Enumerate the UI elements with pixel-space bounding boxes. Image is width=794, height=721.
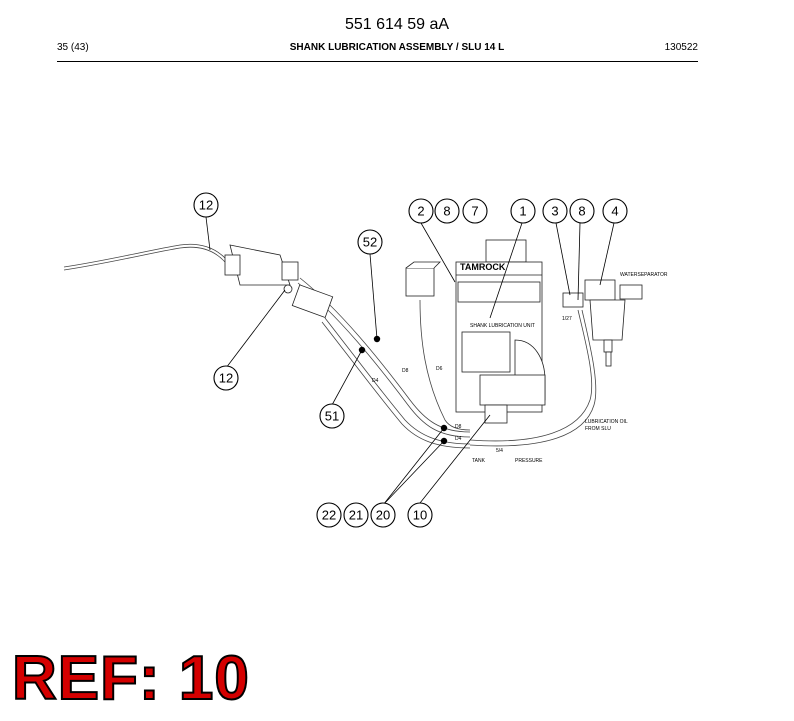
junction-dots <box>358 335 448 445</box>
brand-label: TAMROCK <box>460 262 506 272</box>
unit-outlet <box>484 404 508 424</box>
callout-2: 2 <box>408 198 434 224</box>
callout-3: 3 <box>542 198 568 224</box>
air-hose-left-2 <box>63 246 226 271</box>
separator-drain-valve <box>605 351 612 367</box>
hose-return <box>469 309 593 442</box>
hose-51 <box>324 317 471 445</box>
callout-12-top: 12 <box>193 192 219 218</box>
page-indicator: 35 (43) <box>57 42 89 53</box>
hose-return-2 <box>469 309 597 447</box>
water-separator <box>562 279 643 367</box>
callout-52: 52 <box>357 229 383 255</box>
callout-text: 3 <box>551 204 558 219</box>
valve-end-left <box>224 254 241 276</box>
callout-8-right: 8 <box>569 198 595 224</box>
hoses <box>63 243 597 449</box>
hose-label-d8: D8 <box>402 368 409 374</box>
separator-bowl <box>589 299 626 341</box>
callout-text: 10 <box>413 508 427 523</box>
hose-label-5-4: 5/4 <box>496 448 503 454</box>
callout-text: 12 <box>219 371 233 386</box>
valve-fitting <box>283 284 293 294</box>
separator-head <box>584 279 616 301</box>
header-rule <box>57 61 698 62</box>
valve-end-right <box>281 261 299 281</box>
separator-drain <box>603 339 613 353</box>
unit-cap <box>485 239 527 263</box>
callout-text: 22 <box>322 508 336 523</box>
callout-12-bottom: 12 <box>213 365 239 391</box>
leader-lines <box>205 216 615 506</box>
callout-8-left: 8 <box>434 198 460 224</box>
document-code: 130522 <box>664 42 698 53</box>
callout-text: 2 <box>417 204 424 219</box>
unit-motor <box>461 331 511 373</box>
hose-label-d6: D6 <box>436 366 443 372</box>
lubrication-label-1: LUBRICATION OIL <box>585 419 628 425</box>
callout-4: 4 <box>602 198 628 224</box>
hose-label-d4-b: D4 <box>455 436 462 442</box>
ref-badge: REF: 10 <box>11 644 250 713</box>
callout-21: 21 <box>343 502 369 528</box>
hose-label-d4: D4 <box>372 378 379 384</box>
callout-text: 12 <box>199 198 213 213</box>
hose-label-1-27: 1/27 <box>562 316 572 322</box>
water-separator-label: WATERSEPARATOR <box>620 272 668 278</box>
hose-label-d8-b: D8 <box>455 424 462 430</box>
lubrication-label-2: FROM SLU <box>585 426 611 432</box>
callout-text: 21 <box>349 508 363 523</box>
unit-label: SHANK LUBRICATION UNIT <box>470 323 535 329</box>
callout-text: 8 <box>578 204 585 219</box>
air-hose-left <box>63 243 226 268</box>
callout-7: 7 <box>462 198 488 224</box>
pressure-label: PRESSURE <box>515 458 543 464</box>
document-number: 551 614 59 aA <box>344 16 450 33</box>
callout-text: 7 <box>471 204 478 219</box>
callout-text: 51 <box>325 409 339 424</box>
solenoid-top <box>405 261 441 269</box>
callout-10: 10 <box>407 502 433 528</box>
callout-text: 52 <box>363 235 377 250</box>
solenoid-body <box>405 267 435 297</box>
callout-text: 1 <box>519 204 526 219</box>
callout-20: 20 <box>370 502 396 528</box>
valve-assembly <box>224 244 334 319</box>
tank-label: TANK <box>472 458 486 464</box>
separator-inlet <box>619 284 643 300</box>
valve-lower <box>291 284 334 319</box>
lubrication-unit <box>455 239 546 424</box>
separator-fitting <box>562 292 584 308</box>
solenoid-box <box>405 261 441 297</box>
callout-51: 51 <box>319 403 345 429</box>
callout-text: 4 <box>611 204 618 219</box>
callout-22: 22 <box>316 502 342 528</box>
callout-1: 1 <box>510 198 536 224</box>
unit-valve-block <box>479 374 546 406</box>
callout-text: 20 <box>376 508 390 523</box>
callout-text: 8 <box>443 204 450 219</box>
hose-d6 <box>419 299 471 431</box>
page-title: SHANK LUBRICATION ASSEMBLY / SLU 14 L <box>289 42 505 53</box>
